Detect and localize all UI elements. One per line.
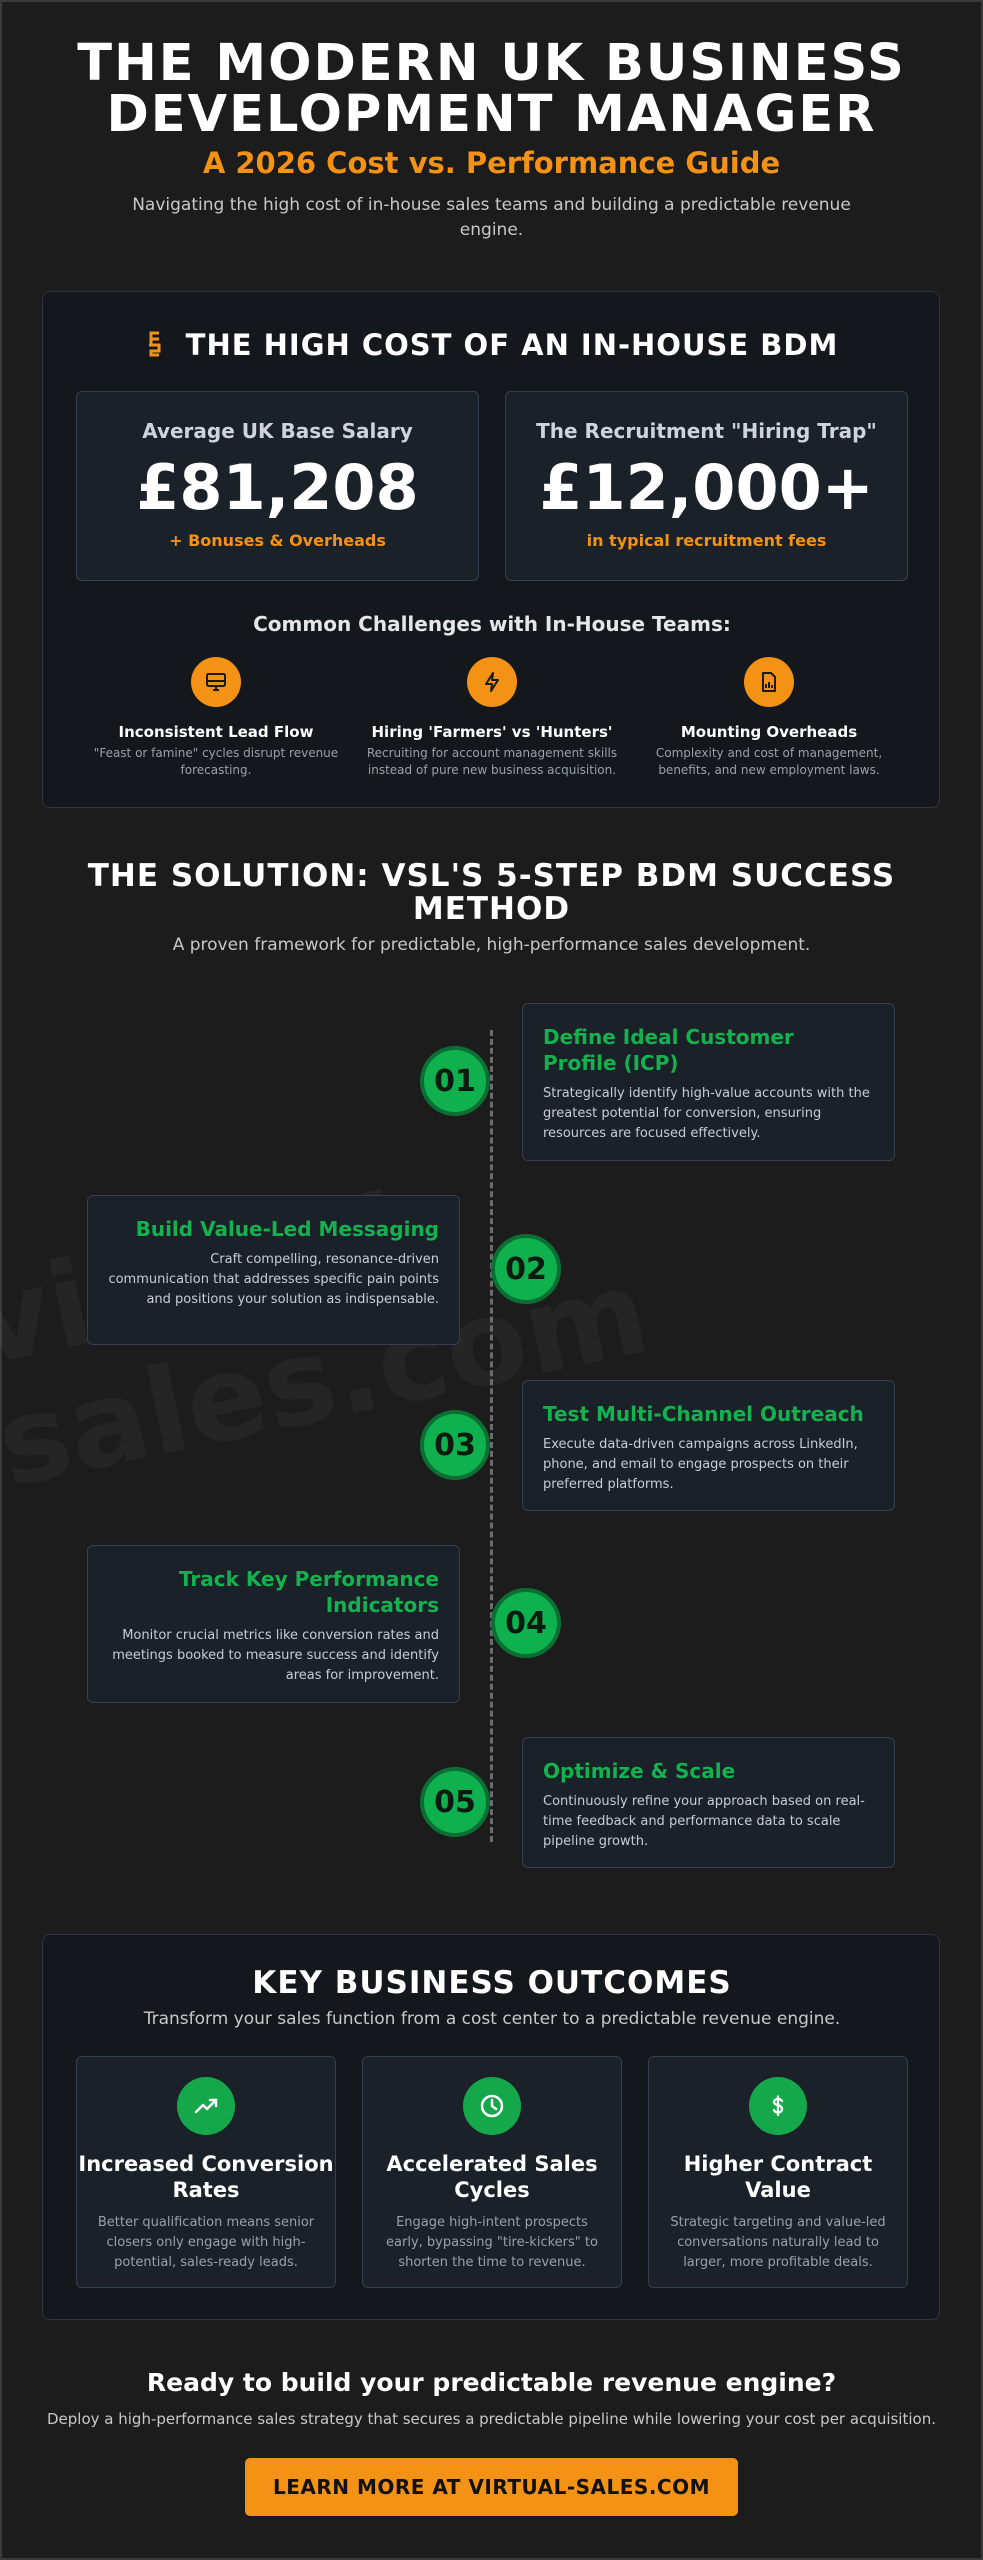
timeline-line: [490, 1030, 493, 1842]
cost-heading: THE HIGH COST OF AN IN-HOUSE BDM: [43, 328, 941, 365]
page-title-line1: THE MODERN UK BUSINESS: [77, 34, 906, 93]
outcome-title: Higher Contract Value: [683, 2152, 873, 2202]
challenge-desc: Complexity and cost of management, benef…: [655, 746, 883, 777]
challenge-title: Inconsistent Lead Flow: [118, 723, 314, 741]
step-desc: Execute data-driven campaigns across Lin…: [543, 1437, 858, 1492]
monitor-icon: [191, 657, 241, 707]
money-icon: [146, 330, 164, 365]
solution-title: THE SOLUTION: VSL'S 5-STEP BDM SUCCESS M…: [80, 860, 903, 926]
step-desc: Craft compelling, resonance-driven commu…: [108, 1252, 439, 1307]
challenge-desc: "Feast or famine" cycles disrupt revenue…: [93, 746, 339, 777]
page-title: THE MODERN UK BUSINESS DEVELOPMENT MANAG…: [0, 38, 983, 140]
challenge-title: Hiring 'Farmers' vs 'Hunters': [371, 723, 613, 741]
page-subtitle: A 2026 Cost vs. Performance Guide: [202, 146, 781, 180]
stat-label: The Recruitment "Hiring Trap": [536, 419, 877, 443]
step-card: Track Key Performance Indicators Monitor…: [87, 1545, 460, 1703]
step-card: Optimize & Scale Continuously refine you…: [522, 1737, 895, 1868]
document-chart-icon: [744, 657, 794, 707]
step-number-badge: 03: [420, 1410, 490, 1480]
cost-heading-text: THE HIGH COST OF AN IN-HOUSE BDM: [185, 328, 839, 362]
stat-card-salary: Average UK Base Salary £81,208 + Bonuses…: [76, 391, 479, 581]
challenge-item: Mounting Overheads Complexity and cost o…: [639, 657, 899, 779]
step-card: Test Multi-Channel Outreach Execute data…: [522, 1380, 895, 1511]
outcomes-subtitle: Transform your sales function from a cos…: [143, 2009, 841, 2029]
challenge-item: Inconsistent Lead Flow "Feast or famine"…: [86, 657, 346, 779]
step-desc: Strategically identify high-value accoun…: [543, 1086, 870, 1141]
outcome-card: Accelerated Sales Cycles Engage high-int…: [362, 2056, 622, 2288]
solution-title-line1: THE SOLUTION: VSL'S 5-STEP BDM SUCCESS: [87, 858, 896, 894]
page-title-line2: DEVELOPMENT MANAGER: [106, 85, 877, 144]
outcome-desc: Strategic targeting and value-led conver…: [670, 2215, 886, 2270]
page-description: Navigating the high cost of in-house sal…: [132, 195, 851, 240]
step-number-badge: 02: [491, 1234, 561, 1304]
outcomes-title: KEY BUSINESS OUTCOMES: [252, 1965, 732, 2001]
stat-note: + Bonuses & Overheads: [169, 531, 386, 550]
outcome-card: Increased Conversion Rates Better qualif…: [76, 2056, 336, 2288]
cost-panel: THE HIGH COST OF AN IN-HOUSE BDM Average…: [42, 291, 940, 808]
dollar-icon: [749, 2077, 807, 2135]
step-title: Build Value-Led Messaging: [135, 1217, 439, 1241]
step-desc: Continuously refine your approach based …: [543, 1794, 865, 1849]
step-title: Optimize & Scale: [543, 1759, 736, 1783]
step-number-badge: 04: [491, 1588, 561, 1658]
stat-note: in typical recruitment fees: [586, 531, 827, 550]
lightning-icon: [467, 657, 517, 707]
learn-more-button[interactable]: LEARN MORE AT VIRTUAL-SALES.COM: [245, 2458, 738, 2516]
step-card: Build Value-Led Messaging Craft compelli…: [87, 1195, 460, 1345]
outcome-card: Higher Contract Value Strategic targetin…: [648, 2056, 908, 2288]
trending-up-icon: [177, 2077, 235, 2135]
cta-description: Deploy a high-performance sales strategy…: [47, 2410, 936, 2428]
outcome-desc: Engage high-intent prospects early, bypa…: [386, 2215, 598, 2270]
outcome-desc: Better qualification means senior closer…: [97, 2215, 315, 2270]
step-number-badge: 01: [420, 1046, 490, 1116]
step-title: Track Key Performance Indicators: [178, 1567, 439, 1617]
solution-title-line2: METHOD: [412, 891, 571, 927]
stat-card-recruitment: The Recruitment "Hiring Trap" £12,000+ i…: [505, 391, 908, 581]
stat-value: £12,000+: [539, 451, 874, 524]
step-card: Define Ideal Customer Profile (ICP) Stra…: [522, 1003, 895, 1161]
stat-label: Average UK Base Salary: [142, 419, 413, 443]
solution-subtitle: A proven framework for predictable, high…: [172, 935, 811, 955]
challenges-title: Common Challenges with In-House Teams:: [253, 612, 731, 636]
challenge-item: Hiring 'Farmers' vs 'Hunters' Recruiting…: [362, 657, 622, 779]
outcome-title: Accelerated Sales Cycles: [386, 2152, 598, 2202]
challenge-desc: Recruiting for account management skills…: [366, 746, 618, 777]
stat-value: £81,208: [136, 451, 419, 524]
step-title: Test Multi-Channel Outreach: [543, 1402, 864, 1426]
step-title: Define Ideal Customer Profile (ICP): [543, 1025, 794, 1075]
clock-icon: [463, 2077, 521, 2135]
step-desc: Monitor crucial metrics like conversion …: [112, 1628, 439, 1683]
challenge-title: Mounting Overheads: [680, 723, 858, 741]
outcomes-panel: KEY BUSINESS OUTCOMES Transform your sal…: [42, 1934, 940, 2320]
step-number-badge: 05: [420, 1767, 490, 1837]
outcome-title: Increased Conversion Rates: [78, 2152, 334, 2202]
cta-title: Ready to build your predictable revenue …: [146, 2368, 837, 2397]
